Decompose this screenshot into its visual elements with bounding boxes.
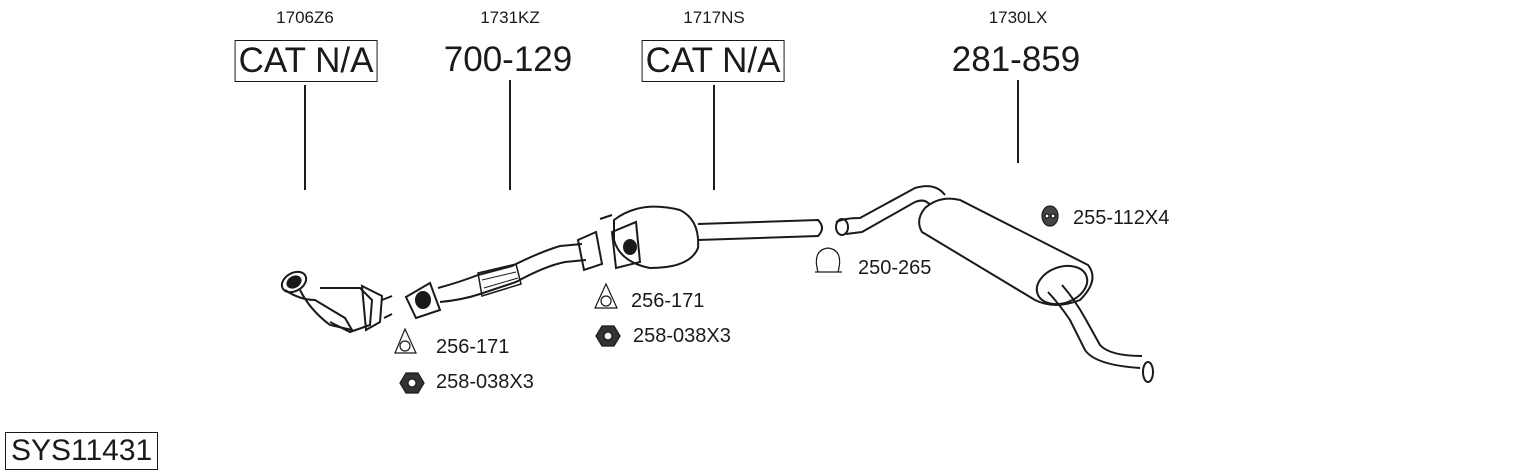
accessory-gasket-2[interactable]: 256-171 [631, 290, 705, 312]
part-number-1[interactable]: CAT N/A [234, 40, 378, 82]
front-catalyst-drawing[interactable] [278, 268, 393, 334]
part-number-3[interactable]: CAT N/A [641, 40, 785, 82]
rubber-hanger-icon [1041, 205, 1059, 227]
accessory-gasket-1[interactable]: 256-171 [436, 336, 510, 358]
accessory-hanger[interactable]: 255-112X4 [1073, 207, 1170, 229]
middle-catalyst-drawing[interactable] [599, 205, 823, 270]
rear-silencer-drawing[interactable] [835, 185, 1154, 383]
part-code-3: 1717NS [683, 8, 745, 27]
accessory-nut-1[interactable]: 258-038X3 [436, 371, 534, 393]
gasket-icon [594, 282, 618, 309]
part-code-2: 1731KZ [480, 8, 540, 27]
system-id: SYS11431 [5, 432, 159, 470]
accessory-nut-2[interactable]: 258-038X3 [633, 325, 731, 347]
leader-lines [304, 80, 1019, 190]
clamp-icon [815, 247, 842, 273]
part-code-4: 1730LX [988, 8, 1048, 27]
gasket-icon [394, 327, 417, 354]
part-code-1: 1706Z6 [276, 8, 334, 27]
front-pipe-drawing[interactable] [404, 230, 604, 320]
part-number-4[interactable]: 281-859 [951, 40, 1081, 79]
accessory-clamp[interactable]: 250-265 [858, 257, 932, 279]
accessory-icons [394, 205, 1059, 394]
part-number-2[interactable]: 700-129 [443, 40, 573, 79]
